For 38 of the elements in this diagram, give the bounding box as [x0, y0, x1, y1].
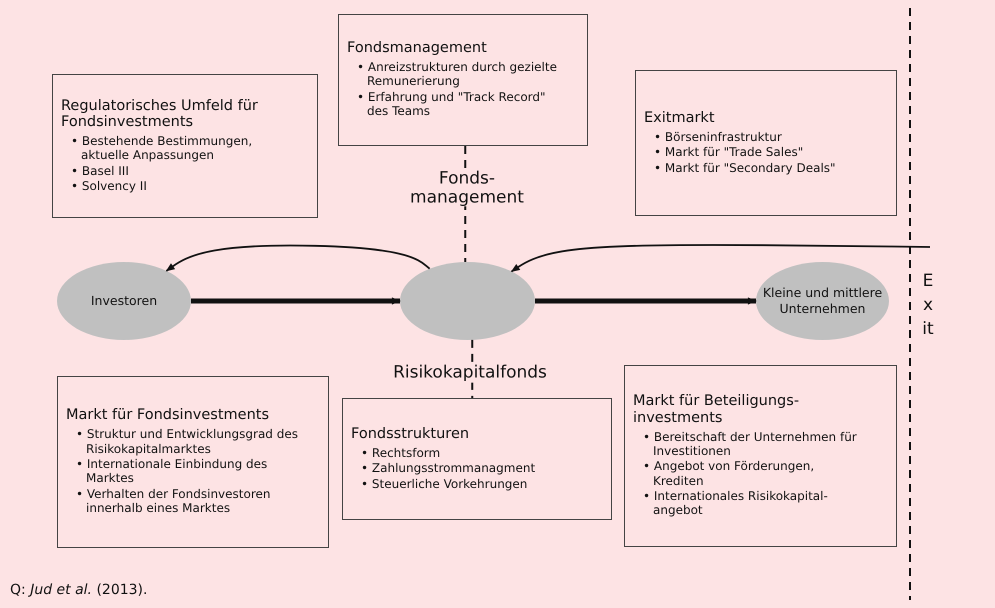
bullet-item: • Internationales Risikokapital- angebot [643, 489, 829, 518]
info-box [624, 365, 897, 547]
arrow [191, 297, 401, 305]
box-heading: Exitmarkt [644, 110, 716, 127]
bullet-item: • Anreizstrukturen durch gezielte Remunerierung [357, 60, 557, 89]
bullet-item: • Steuerliche Vorkehrungen [361, 476, 528, 491]
info-box [57, 376, 329, 548]
edge-label: Risikokapitalfonds [393, 364, 547, 382]
box-heading: Regulatorisches Umfeld für Fondsinvestments [61, 98, 259, 131]
bullet-item: • Bestehende Bestimmungen, aktuelle Anpassungen [71, 134, 254, 163]
bullet-item: • Verhalten der Fondsinvestoren innerhalb eines Marktes [76, 486, 272, 516]
bullet-item: • Zahlungsstrommanagment [361, 461, 536, 476]
bullet-item: • Börseninfrastruktur [654, 130, 783, 144]
source-note: Q: Jud et al. (2013). [10, 582, 148, 598]
bullet-item: • Markt für "Trade Sales" [654, 145, 804, 160]
info-box [338, 14, 588, 146]
box-heading: Fondsstrukturen [351, 426, 470, 443]
node-label: Kleine und mittlere Unternehmen [762, 285, 884, 317]
arrow [535, 297, 757, 305]
box-heading: Markt für Fondsinvestments [66, 407, 270, 424]
bullet-item: • Basel III [71, 164, 130, 178]
bullet-item: • Rechtsform [361, 446, 442, 460]
bullet-item: • Solvency II [71, 179, 148, 194]
bullet-item: • Markt für "Secondary Deals" [654, 160, 837, 175]
exit-label: Exit [922, 270, 934, 341]
bullet-item: • Erfahrung und "Track Record" des Teams [357, 90, 547, 119]
bullet-item: • Struktur und Entwicklungsgrad des Risikokapitalmarktes [76, 427, 298, 456]
info-box [342, 398, 612, 520]
box-heading: Markt für Beteiligungs- investments [633, 393, 800, 426]
info-box [52, 74, 318, 218]
bullet-item: • Internationale Einbindung des Marktes [76, 456, 268, 486]
box-heading: Fondsmanagement [347, 40, 488, 58]
info-box [635, 70, 897, 216]
node-label: Investoren [90, 293, 158, 309]
bullet-item: • Bereitschaft der Unternehmen für Investitionen [643, 430, 858, 458]
arrow [166, 244, 430, 272]
bullet-item: • Angebot von Förderungen, Krediten [643, 459, 816, 488]
arrow [510, 244, 930, 272]
